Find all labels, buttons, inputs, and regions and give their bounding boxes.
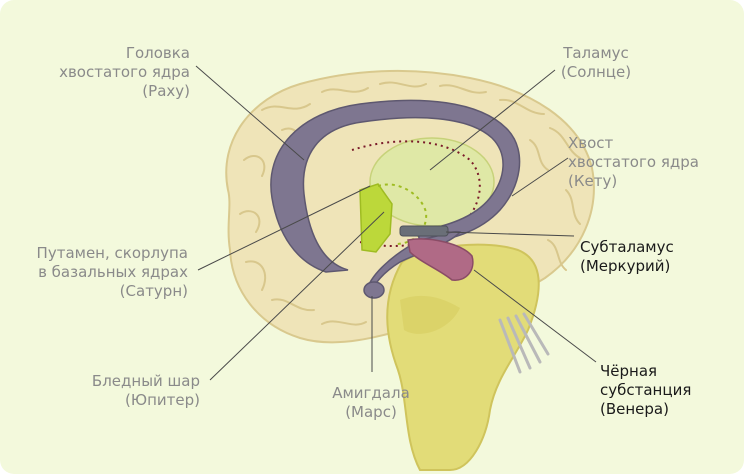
label-putamen: Путамен, скорлупа в базальных ядрах (Сат… — [37, 244, 188, 301]
label-subthalamus-line2: (Меркурий) — [580, 257, 671, 275]
label-globus-pallidus: Бледный шар (Юпитер) — [92, 372, 200, 410]
connector-lines — [195, 65, 597, 381]
label-putamen-line3: (Сатурн) — [119, 282, 188, 300]
subthalamus — [399, 225, 449, 237]
label-subthalamus-line1: Субталамус — [580, 238, 674, 256]
amygdala — [363, 281, 385, 299]
label-putamen-line2: в базальных ядрах — [38, 263, 188, 281]
cortex-folds — [239, 81, 581, 326]
label-caudate-head-line2: хвостатого ядра — [59, 63, 190, 81]
label-thalamus-line2: (Солнце) — [560, 63, 632, 81]
substantia-nigra — [407, 238, 474, 281]
label-caudate-tail-line2: хвостатого ядра — [568, 153, 699, 171]
label-substantia-nigra: Чёрная субстанция (Венера) — [600, 362, 691, 419]
label-putamen-line1: Путамен, скорлупа — [36, 244, 188, 262]
label-caudate-tail-line1: Хвост — [568, 134, 614, 152]
label-substantia-nigra-line3: (Венера) — [600, 400, 669, 418]
label-caudate-tail-line3: (Кету) — [568, 172, 618, 190]
label-thalamus: Таламус (Солнце) — [548, 44, 644, 82]
label-caudate-tail: Хвост хвостатого ядра (Кету) — [568, 134, 699, 191]
label-amygdala: Амигдала (Марс) — [316, 384, 426, 422]
label-substantia-nigra-line2: субстанция — [600, 381, 692, 399]
label-globus-pallidus-line1: Бледный шар — [91, 372, 200, 390]
label-globus-pallidus-line2: (Юпитер) — [125, 391, 200, 409]
label-subthalamus: Субталамус (Меркурий) — [580, 238, 674, 276]
label-caudate-head: Головка хвостатого ядра (Раху) — [59, 44, 190, 101]
nerve-fibers — [498, 312, 550, 374]
label-substantia-nigra-line1: Чёрная — [600, 362, 658, 380]
label-caudate-head-line3: (Раху) — [142, 82, 190, 100]
label-amygdala-line2: (Марс) — [345, 403, 397, 421]
caudate-nucleus — [270, 99, 521, 273]
putamen — [359, 183, 393, 253]
label-thalamus-line1: Таламус — [563, 44, 629, 62]
brainstem-shade — [400, 295, 460, 334]
label-amygdala-line1: Амигдала — [332, 384, 410, 402]
label-caudate-head-line1: Головка — [125, 44, 190, 62]
